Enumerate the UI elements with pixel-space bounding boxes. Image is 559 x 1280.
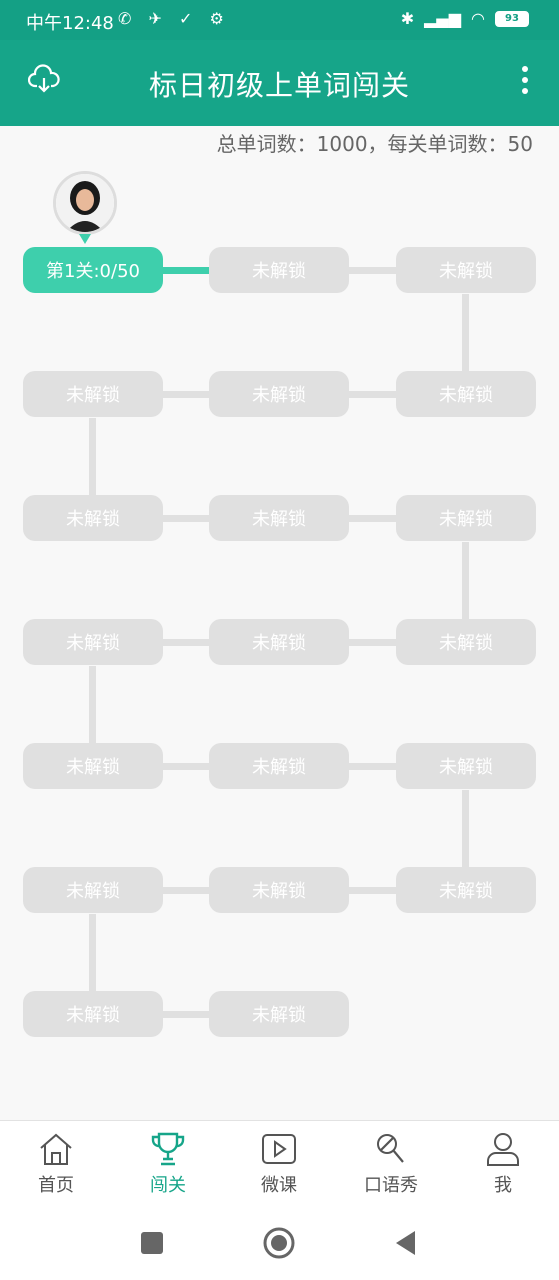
level-connector (349, 515, 396, 522)
level-node-6[interactable]: 未解锁 (23, 371, 163, 417)
back-button[interactable] (396, 1231, 415, 1255)
avatar-pointer (79, 234, 91, 244)
level-connector (349, 267, 396, 274)
level-connector (163, 763, 209, 770)
level-map: 第1关:0/50 未解锁 未解锁 未解锁 未解锁 未解锁 未解锁 未解锁 未解锁… (0, 126, 559, 1120)
level-connector (89, 418, 96, 496)
nav-challenge[interactable]: 闯关 (118, 1131, 218, 1197)
battery-icon: 93 (495, 10, 529, 27)
signal-icon: ▂▄▆ (424, 9, 462, 28)
level-node-16[interactable]: 未解锁 (396, 867, 536, 913)
level-connector (163, 267, 209, 274)
level-node-1[interactable]: 第1关:0/50 (23, 247, 163, 293)
system-indicators: ✱ ▂▄▆ ◠ 93 (401, 9, 529, 28)
level-node-19[interactable]: 未解锁 (23, 991, 163, 1037)
person-icon (487, 1133, 519, 1166)
recent-apps-button[interactable] (141, 1232, 163, 1254)
level-node-8[interactable]: 未解锁 (209, 495, 349, 541)
level-node-3[interactable]: 未解锁 (396, 247, 536, 293)
nav-speaking-show[interactable]: 口语秀 (341, 1131, 441, 1197)
trophy-icon (151, 1132, 185, 1166)
nav-speaking-show-label: 口语秀 (364, 1175, 418, 1196)
level-connector (349, 763, 396, 770)
level-connector (89, 666, 96, 744)
level-node-2[interactable]: 未解锁 (209, 247, 349, 293)
level-connector (349, 639, 396, 646)
nav-home-label: 首页 (38, 1175, 74, 1196)
level-node-14[interactable]: 未解锁 (209, 743, 349, 789)
level-connector (89, 914, 96, 992)
app-bar: 标日初级上单词闯关 (0, 40, 559, 126)
nav-home[interactable]: 首页 (6, 1131, 106, 1197)
level-node-7[interactable]: 未解锁 (23, 495, 163, 541)
level-node-20[interactable]: 未解锁 (209, 991, 349, 1037)
level-node-15[interactable]: 未解锁 (396, 743, 536, 789)
notification-icons: ✆ ✈ ✓ ⚙ (118, 9, 230, 28)
bluetooth-icon: ✱ (400, 9, 415, 28)
nav-me-label: 我 (494, 1175, 512, 1196)
level-connector (163, 887, 209, 894)
level-connector (462, 790, 469, 868)
level-connector (163, 515, 209, 522)
home-icon (40, 1133, 72, 1165)
system-navigation-bar (0, 1206, 559, 1280)
level-node-5[interactable]: 未解锁 (209, 371, 349, 417)
level-node-9[interactable]: 未解锁 (396, 495, 536, 541)
video-play-icon (262, 1134, 296, 1164)
more-options-icon[interactable] (515, 66, 535, 100)
nav-me[interactable]: 我 (453, 1131, 553, 1197)
level-connector (163, 1011, 209, 1018)
level-connector (163, 639, 209, 646)
level-node-17[interactable]: 未解锁 (209, 867, 349, 913)
level-node-18[interactable]: 未解锁 (23, 867, 163, 913)
user-avatar[interactable] (53, 171, 117, 235)
nav-micro-course-label: 微课 (261, 1175, 297, 1196)
level-node-11[interactable]: 未解锁 (209, 619, 349, 665)
bottom-navigation: 首页 闯关 微课 口语秀 我 (0, 1120, 559, 1206)
nav-challenge-label: 闯关 (150, 1175, 186, 1196)
level-connector (349, 391, 396, 398)
level-node-4[interactable]: 未解锁 (396, 371, 536, 417)
level-node-10[interactable]: 未解锁 (396, 619, 536, 665)
level-node-13[interactable]: 未解锁 (23, 743, 163, 789)
page-title: 标日初级上单词闯关 (148, 69, 410, 102)
status-time: 中午12:48 (26, 13, 114, 34)
level-node-12[interactable]: 未解锁 (23, 619, 163, 665)
word-count-summary: 总单词数：1000，每关单词数：50 (216, 132, 533, 156)
nav-micro-course[interactable]: 微课 (229, 1131, 329, 1197)
level-connector (349, 887, 396, 894)
cloud-download-icon[interactable] (28, 64, 60, 96)
level-connector (163, 391, 209, 398)
home-button[interactable] (263, 1227, 295, 1259)
status-bar: 中午12:48 ✆ ✈ ✓ ⚙ ✱ ▂▄▆ ◠ 93 (0, 0, 559, 40)
level-connector (462, 294, 469, 372)
level-connector (462, 542, 469, 620)
wifi-icon: ◠ (471, 9, 485, 28)
microphone-icon (377, 1134, 404, 1163)
avatar-portrait-icon (56, 174, 114, 232)
